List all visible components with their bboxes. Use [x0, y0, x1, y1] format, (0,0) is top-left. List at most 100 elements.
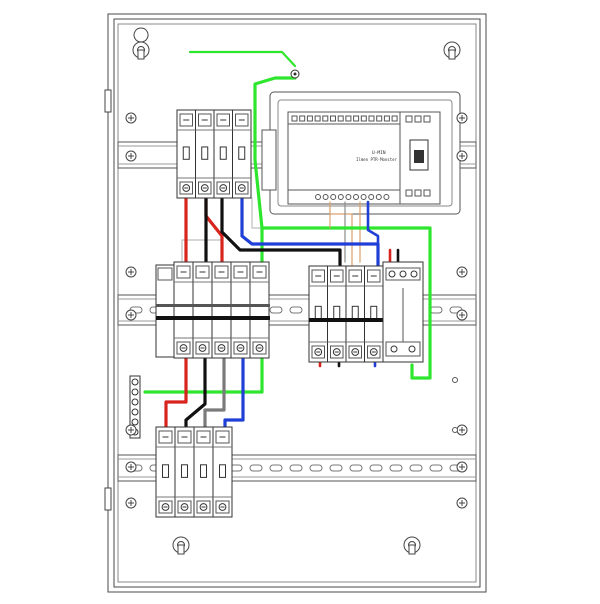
top-breaker-pole — [195, 109, 215, 199]
plc-terminal — [345, 115, 352, 122]
plc-sub-label: Ilmen PTR-Monster — [356, 157, 398, 162]
din-rail-slot — [249, 464, 263, 472]
plc-terminal — [322, 194, 329, 200]
breaker-lever — [370, 305, 378, 321]
screw — [456, 112, 468, 124]
hinge-top — [104, 89, 112, 113]
din-rail-slot — [329, 464, 343, 472]
rcd-busbar-band — [309, 318, 383, 322]
middle-breaker-pole — [192, 261, 213, 359]
plc-power-terminal — [414, 189, 422, 197]
wire-signal-thin — [329, 201, 353, 269]
plc-terminal — [337, 194, 344, 200]
breaker-lever — [162, 464, 169, 478]
din-rail-slot — [309, 464, 323, 472]
ground-bar-screw — [131, 378, 139, 386]
enclosure-outer — [107, 13, 487, 593]
din-rail-slot — [269, 306, 283, 314]
keyhole-top-right — [443, 41, 461, 60]
middle-breaker-pole — [230, 261, 251, 359]
plc-top-terminals — [291, 115, 398, 122]
plc-terminal — [360, 115, 367, 122]
ground-bar-body — [129, 375, 141, 439]
wire-green-pointer — [188, 50, 297, 68]
breaker-lever — [333, 305, 341, 321]
din-rail-slot — [409, 464, 423, 472]
screw — [456, 150, 468, 162]
din-rail-slot — [289, 306, 303, 314]
hinge-bottom — [104, 487, 112, 511]
plc-terminal — [315, 194, 321, 200]
wire-black-3 — [184, 350, 207, 434]
plc-bottom-terminals — [315, 194, 390, 200]
wire-red-2 — [204, 192, 224, 274]
devices — [155, 109, 424, 518]
plc-terminal — [391, 115, 398, 122]
wire-black-2 — [220, 192, 342, 274]
wire-green-ground-bar — [143, 348, 264, 394]
plc-terminal — [299, 115, 306, 122]
enclosure-inner — [113, 18, 481, 588]
breaker-lever — [314, 305, 322, 321]
rcd-pole — [364, 265, 384, 363]
breaker-lever — [238, 146, 246, 160]
top-breaker-pole — [176, 109, 196, 199]
screw — [456, 266, 468, 278]
wire-blue-plc — [366, 200, 380, 274]
rcd-pole — [327, 265, 347, 363]
plc-power-terminal — [423, 189, 431, 197]
screw — [125, 112, 137, 124]
plc-terminal — [306, 115, 313, 122]
door-hinges — [104, 89, 112, 511]
top-breaker-pole — [213, 109, 233, 199]
screw — [125, 461, 137, 473]
green-wire-end — [290, 69, 300, 79]
wire-blue-2 — [223, 350, 245, 434]
wire-white-thin — [181, 197, 223, 271]
screw — [456, 424, 468, 436]
plc-terminal — [383, 115, 390, 122]
plc-terminal — [353, 194, 359, 200]
plc-terminal — [337, 115, 344, 122]
top-breaker-pole — [232, 109, 252, 199]
bottom-breaker-pole — [193, 426, 214, 518]
plc-power-switch — [414, 150, 424, 163]
keyhole-bottom-left — [172, 536, 190, 555]
middle-breaker-pole — [249, 261, 270, 359]
screw — [125, 497, 137, 509]
screw — [125, 424, 137, 436]
screw — [456, 461, 468, 473]
top-breaker-accessory — [261, 129, 277, 191]
keyhole-slots — [132, 27, 461, 555]
plc-terminal — [368, 194, 375, 200]
bottom-breaker-pole — [212, 426, 233, 518]
plc-terminal — [368, 115, 375, 122]
surge-terminal — [410, 270, 418, 278]
bottom-breaker-pole — [155, 426, 176, 518]
plc-model-label: U-MIN — [372, 150, 386, 156]
surge-terminal — [390, 345, 398, 353]
plc-terminal — [345, 194, 352, 200]
plc-power-terminal — [405, 189, 413, 197]
middle-label-strip — [156, 304, 270, 307]
plc-power-terminal — [405, 115, 413, 123]
middle-breaker-pole — [173, 261, 194, 359]
plc-power-terminals — [405, 115, 431, 197]
din-rail-slot — [429, 464, 443, 472]
screw — [125, 309, 137, 321]
plc-terminal — [291, 115, 298, 122]
breaker-lever — [219, 464, 226, 478]
middle-busbar-band — [156, 316, 270, 320]
plc-terminal — [322, 115, 329, 122]
wire-red-3 — [164, 350, 188, 432]
plate-screws — [125, 112, 468, 509]
breaker-lever — [182, 146, 190, 160]
screw — [125, 266, 137, 278]
surge-terminal — [399, 270, 407, 278]
screw — [456, 497, 468, 509]
surge-terminal — [388, 270, 396, 278]
breaker-lever — [219, 146, 227, 160]
breaker-lever — [201, 146, 209, 160]
din-rail-slot — [269, 464, 283, 472]
